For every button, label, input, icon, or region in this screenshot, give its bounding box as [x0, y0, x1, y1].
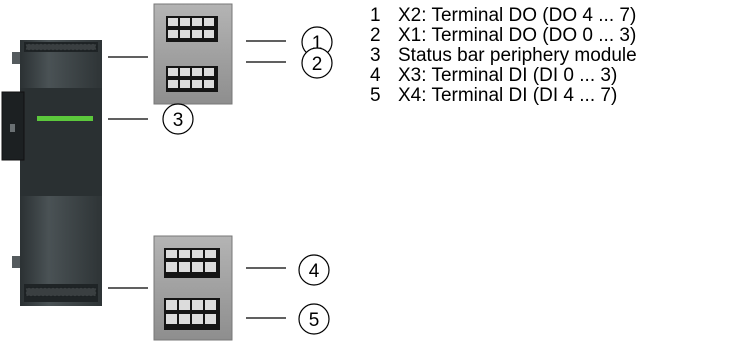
legend-number: 4	[370, 65, 381, 86]
module-pin-bottom	[12, 256, 20, 268]
callout-1-number: 1	[312, 33, 323, 54]
callout-3-number: 3	[173, 110, 184, 131]
terminal-do	[153, 3, 233, 105]
module-bottom-connector-teeth	[25, 287, 97, 297]
callout-4-number: 4	[309, 261, 320, 282]
legend-number: 5	[370, 85, 381, 106]
callout-3-circle	[162, 103, 194, 135]
legend-item-2: 2 X1: Terminal DO (DO 0 ... 3)	[370, 26, 637, 46]
module-front-band	[20, 88, 102, 196]
legend-item-4: 4 X3: Terminal DI (DI 0 ... 3)	[370, 66, 637, 86]
terminal-x4	[164, 298, 220, 330]
legend-text: X3: Terminal DI (DI 0 ... 3)	[398, 65, 618, 86]
legend-item-3: 3 Status bar periphery module	[370, 46, 637, 66]
callout-2-number: 2	[312, 54, 323, 75]
status-bar	[37, 116, 93, 121]
terminal-di	[153, 235, 233, 341]
module-top-connector-teeth	[25, 43, 97, 51]
legend-text: X1: Terminal DO (DO 0 ... 3)	[398, 25, 637, 46]
legend-number: 3	[370, 45, 381, 66]
module-clip-slot	[10, 124, 15, 132]
terminal-x3	[164, 248, 220, 278]
callout-3: 3	[108, 103, 194, 135]
legend-text: X4: Terminal DI (DI 4 ... 7)	[398, 85, 618, 106]
legend-item-5: 5 X4: Terminal DI (DI 4 ... 7)	[370, 86, 637, 106]
callout-4-circle	[298, 254, 330, 286]
legend-number: 1	[370, 5, 381, 26]
callout-5-circle	[298, 303, 330, 335]
legend-number: 2	[370, 25, 381, 46]
legend-text: X2: Terminal DO (DO 4 ... 7)	[398, 5, 637, 26]
terminal-x1	[166, 66, 218, 92]
terminal-x2	[166, 16, 218, 42]
callout-2-circle	[301, 47, 333, 79]
legend: 1 X2: Terminal DO (DO 4 ... 7) 2 X1: Termi…	[370, 6, 637, 106]
callout-2: 2	[246, 47, 333, 79]
callout-4: 4	[246, 254, 330, 286]
periphery-module	[1, 40, 102, 306]
callout-5: 5	[246, 303, 330, 335]
legend-item-1: 1 X2: Terminal DO (DO 4 ... 7)	[370, 6, 637, 26]
module-pin-top	[12, 52, 20, 64]
legend-text: Status bar periphery module	[398, 45, 637, 66]
callout-5-number: 5	[309, 310, 320, 331]
